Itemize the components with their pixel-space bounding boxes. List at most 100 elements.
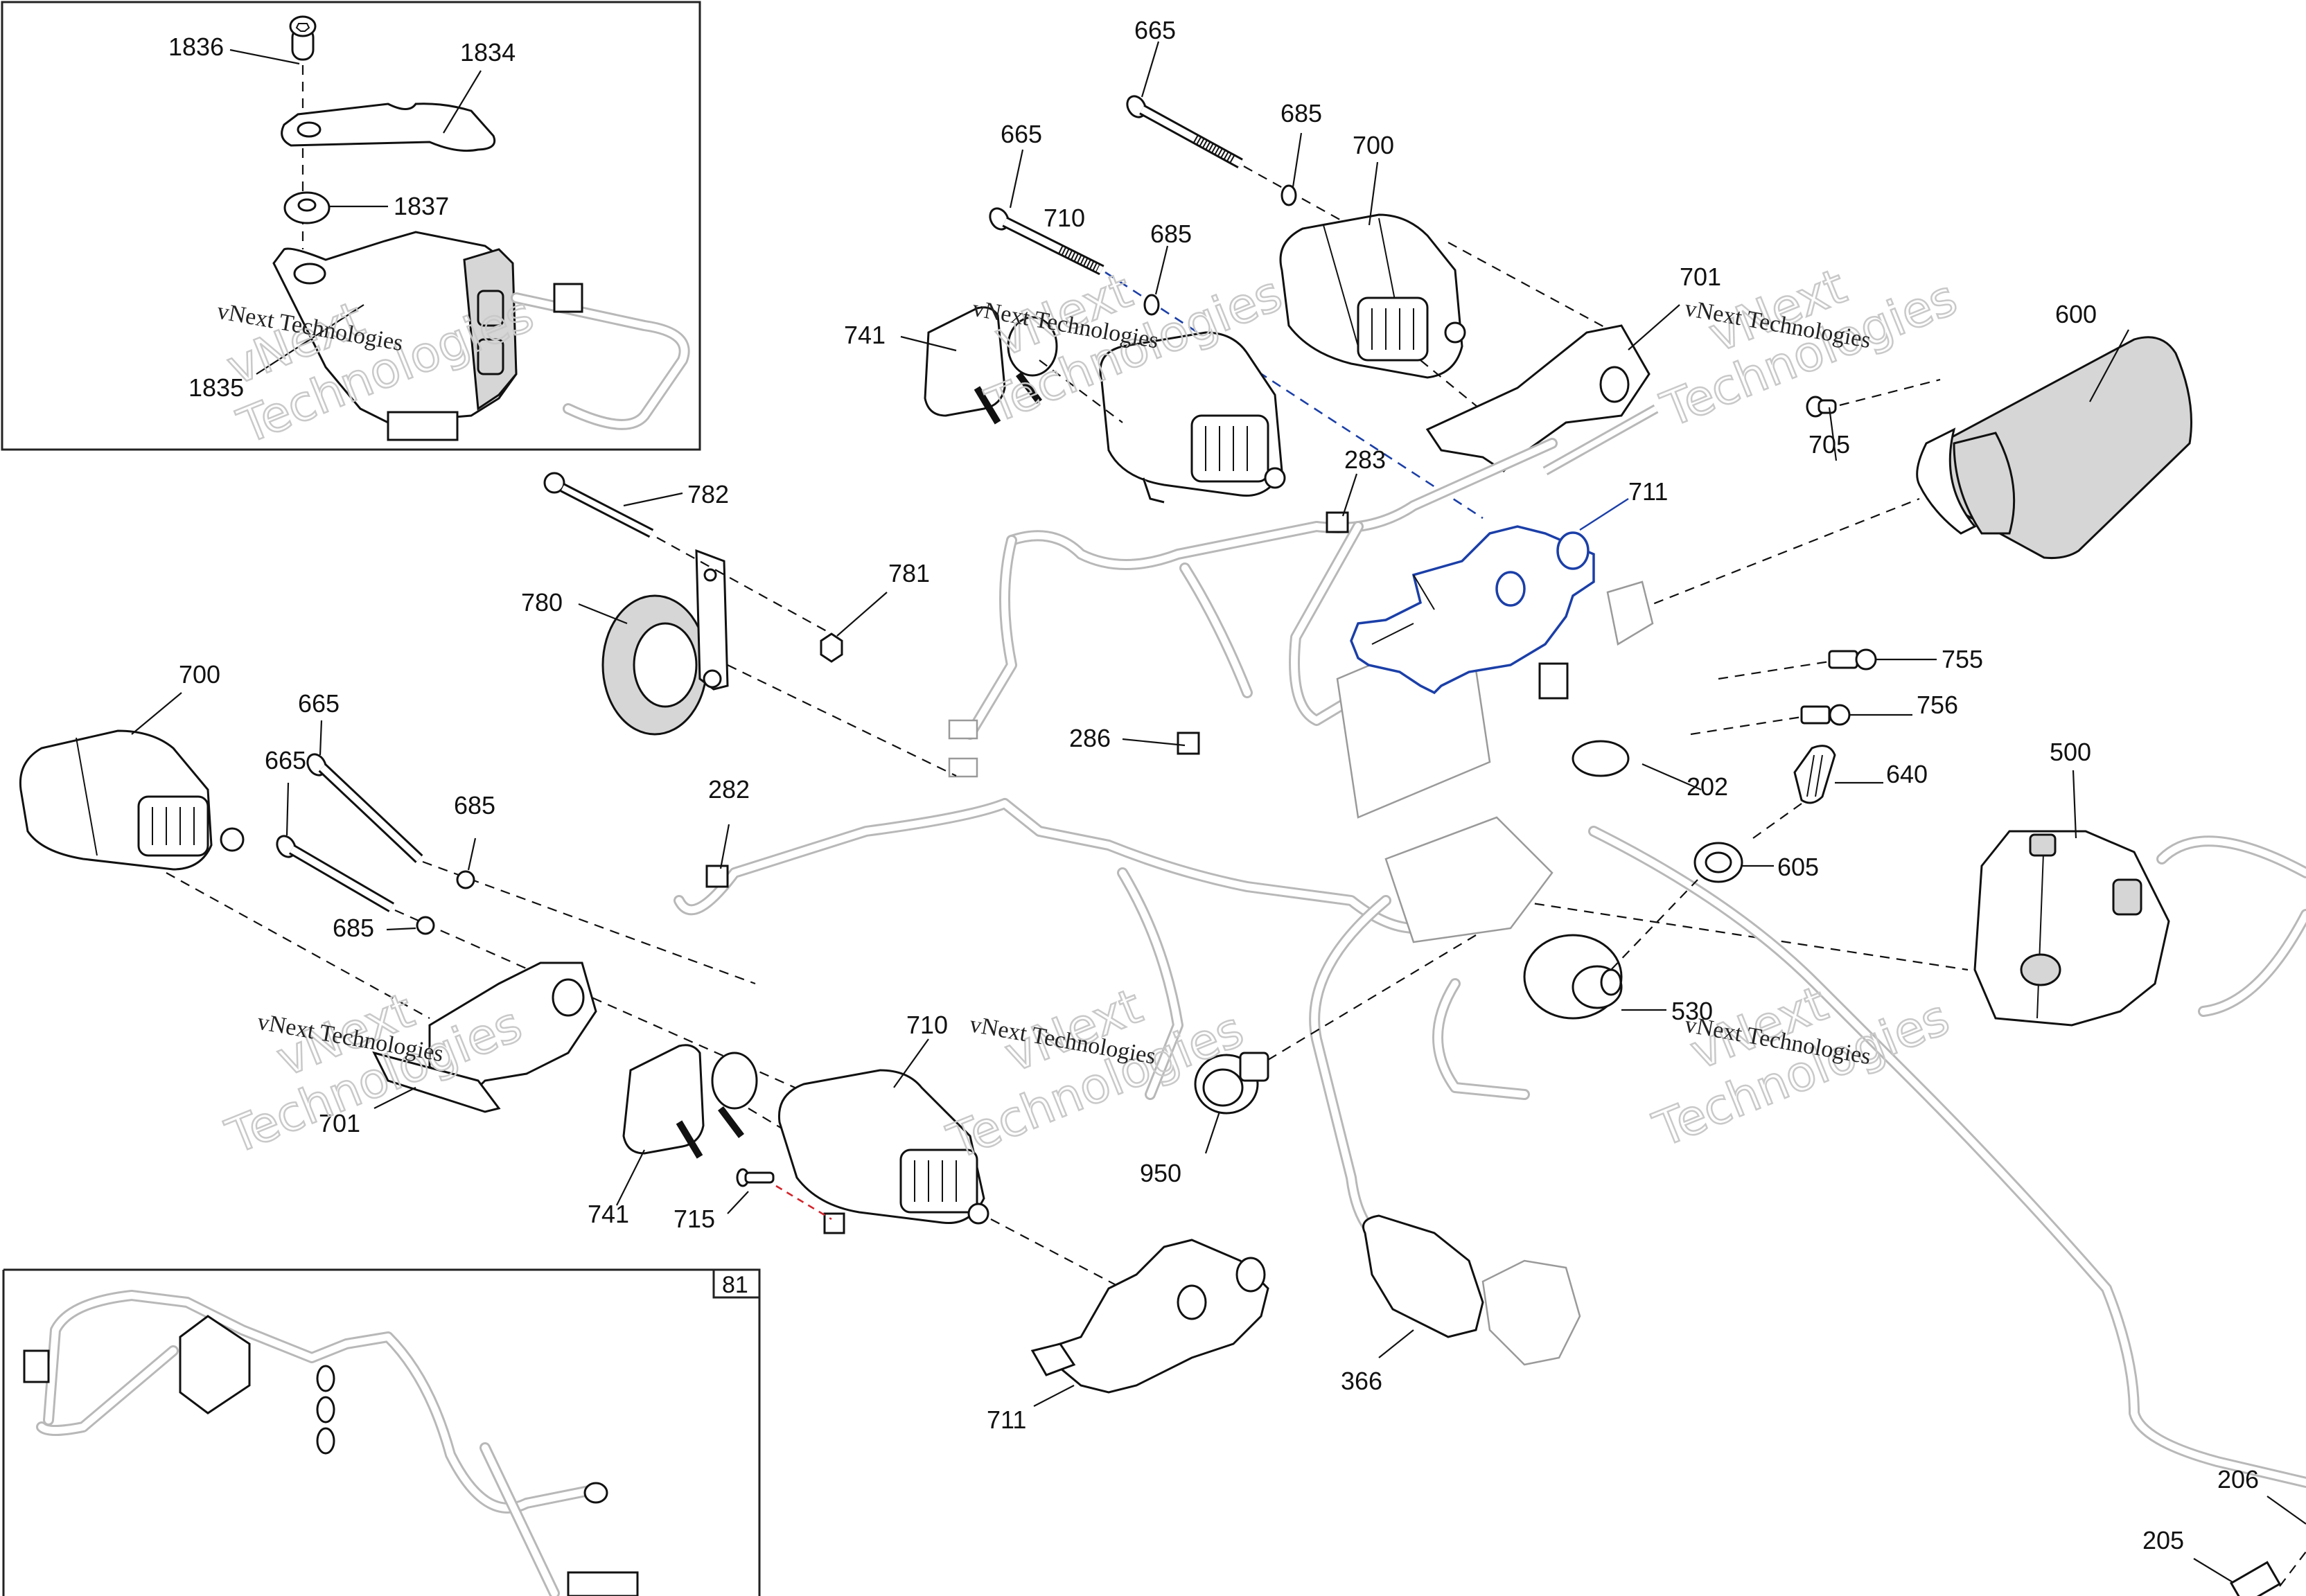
leader-665-mid: [1009, 149, 1024, 209]
leader-701-left: [373, 1087, 416, 1109]
callout-605[interactable]: 605: [1777, 853, 1819, 881]
callout-202[interactable]: 202: [1687, 772, 1728, 801]
ring-605: [1693, 842, 1743, 883]
callout-685-mid[interactable]: 685: [1150, 220, 1192, 248]
connector-main: [179, 1315, 251, 1415]
callout-283[interactable]: 283: [1344, 445, 1386, 474]
callout-715[interactable]: 715: [674, 1205, 715, 1233]
leader-665-left-a: [319, 720, 323, 756]
leader-685-left-b: [386, 927, 416, 931]
inset-tag-box: [712, 1268, 761, 1299]
callout-685-left-a[interactable]: 685: [454, 791, 495, 819]
callout-665-left-b[interactable]: 665: [265, 746, 306, 774]
bracket-711-bottom: [1030, 1239, 1269, 1394]
callout-755[interactable]: 755: [1942, 645, 1983, 673]
lamp-700-top: [1279, 213, 1466, 379]
leader-701-top: [1628, 304, 1680, 351]
callout-665-mid[interactable]: 665: [1001, 120, 1042, 148]
callout-782[interactable]: 782: [687, 480, 729, 508]
callout-1834[interactable]: 1834: [460, 38, 516, 66]
callout-710-top[interactable]: 710: [1044, 204, 1085, 232]
washer-685-top: [1280, 184, 1297, 206]
callout-1837[interactable]: 1837: [394, 192, 449, 220]
callout-640[interactable]: 640: [1886, 760, 1928, 788]
leader-366: [1378, 1329, 1414, 1358]
leader-685-left-a: [467, 837, 477, 871]
callout-205[interactable]: 205: [2142, 1526, 2184, 1554]
callout-600[interactable]: 600: [2055, 300, 2097, 328]
callout-500[interactable]: 500: [2050, 738, 2091, 766]
connector-205: [2229, 1561, 2282, 1596]
inset-bottom-left: 81: [2, 1268, 761, 1596]
connector: [23, 1349, 50, 1383]
lamp-710-bottom: [777, 1069, 989, 1234]
callout-366[interactable]: 366: [1341, 1367, 1382, 1395]
leader-282: [719, 824, 730, 869]
leader-780: [578, 603, 628, 625]
leader-950: [1204, 1111, 1221, 1154]
bottom-right-parts: 206 205: [2142, 1465, 2306, 1596]
ring-terminal: [583, 1482, 608, 1504]
callout-780[interactable]: 780: [521, 588, 563, 617]
headlight-600: [1916, 336, 2192, 559]
leader-283: [1341, 473, 1358, 517]
callout-781[interactable]: 781: [888, 559, 930, 587]
callout-665-top[interactable]: 665: [1134, 16, 1176, 44]
leader-202: [1642, 763, 1702, 791]
bracket-711-highlighted[interactable]: 711: [1350, 477, 1668, 695]
callout-282[interactable]: 282: [708, 775, 750, 804]
callout-685-top[interactable]: 685: [1280, 99, 1322, 127]
callout-701-left[interactable]: 701: [319, 1109, 360, 1137]
callout-711-bottom[interactable]: 711: [987, 1406, 1026, 1434]
lamp-710-top: [1099, 331, 1286, 504]
axis-line: [1267, 934, 1477, 1061]
left-lamp-assembly: 700 665 665 685 685 701 710 741 715 vNex…: [19, 660, 1123, 1289]
socket-950: [1194, 1052, 1269, 1115]
callout-950[interactable]: 950: [1140, 1159, 1181, 1187]
callout-741-top[interactable]: 741: [844, 321, 886, 349]
leader-685-mid: [1154, 245, 1169, 295]
lamp-700-left: [19, 729, 245, 871]
connector-366: [1362, 1214, 1581, 1366]
upper-lamp-assembly: 665 685 700 665 710 685 741 701 vNext Te…: [844, 16, 1965, 520]
leader-286: [1122, 738, 1186, 747]
callout-1835[interactable]: 1835: [188, 373, 244, 402]
callout-710-bottom[interactable]: 710: [906, 1011, 948, 1039]
callout-701-top[interactable]: 701: [1680, 263, 1721, 291]
lower-center-assembly: 950 530 vNext Technologies vNext Technol…: [940, 879, 1957, 1434]
axis-line: [1718, 660, 1830, 680]
callout-711-highlighted[interactable]: 711: [1628, 477, 1668, 506]
callout-741-bottom[interactable]: 741: [588, 1200, 629, 1228]
callout-705[interactable]: 705: [1808, 430, 1850, 459]
leader-685-top: [1292, 132, 1303, 188]
callout-1836[interactable]: 1836: [168, 33, 224, 61]
axis-line: [1839, 378, 1941, 407]
callout-530[interactable]: 530: [1671, 997, 1713, 1025]
switch-530: [1523, 934, 1623, 1020]
callout-700-left[interactable]: 700: [179, 660, 220, 689]
nut-781: [820, 632, 843, 663]
callout-685-left-b[interactable]: 685: [333, 914, 374, 942]
mount-741-bottom: [622, 1044, 758, 1159]
bolt-665-mid: [989, 207, 1104, 276]
axis-line: [2279, 1551, 2306, 1587]
leader-1836: [229, 48, 300, 65]
leader-705: [1828, 407, 1838, 461]
washer-685-left-b: [416, 916, 435, 935]
socket-640: [1793, 745, 1836, 804]
axis-line: [166, 872, 430, 1019]
callout-756[interactable]: 756: [1917, 691, 1958, 719]
leader-741-top: [900, 335, 957, 352]
connector-16pin: [1606, 580, 1654, 646]
callout-700-top[interactable]: 700: [1353, 131, 1394, 159]
callout-206[interactable]: 206: [2217, 1465, 2259, 1493]
axis-line: [748, 1108, 784, 1130]
axis-line: [1752, 803, 1802, 839]
callout-665-left-a[interactable]: 665: [298, 689, 340, 718]
axis-line: [1638, 497, 1920, 611]
leader-715: [727, 1191, 749, 1214]
callout-286[interactable]: 286: [1069, 724, 1111, 752]
inset-top-left: 1836 1834 1837 1835 vNext Technologies v…: [1, 1, 701, 456]
axis-line: [1610, 879, 1698, 970]
leader-782: [623, 492, 683, 507]
